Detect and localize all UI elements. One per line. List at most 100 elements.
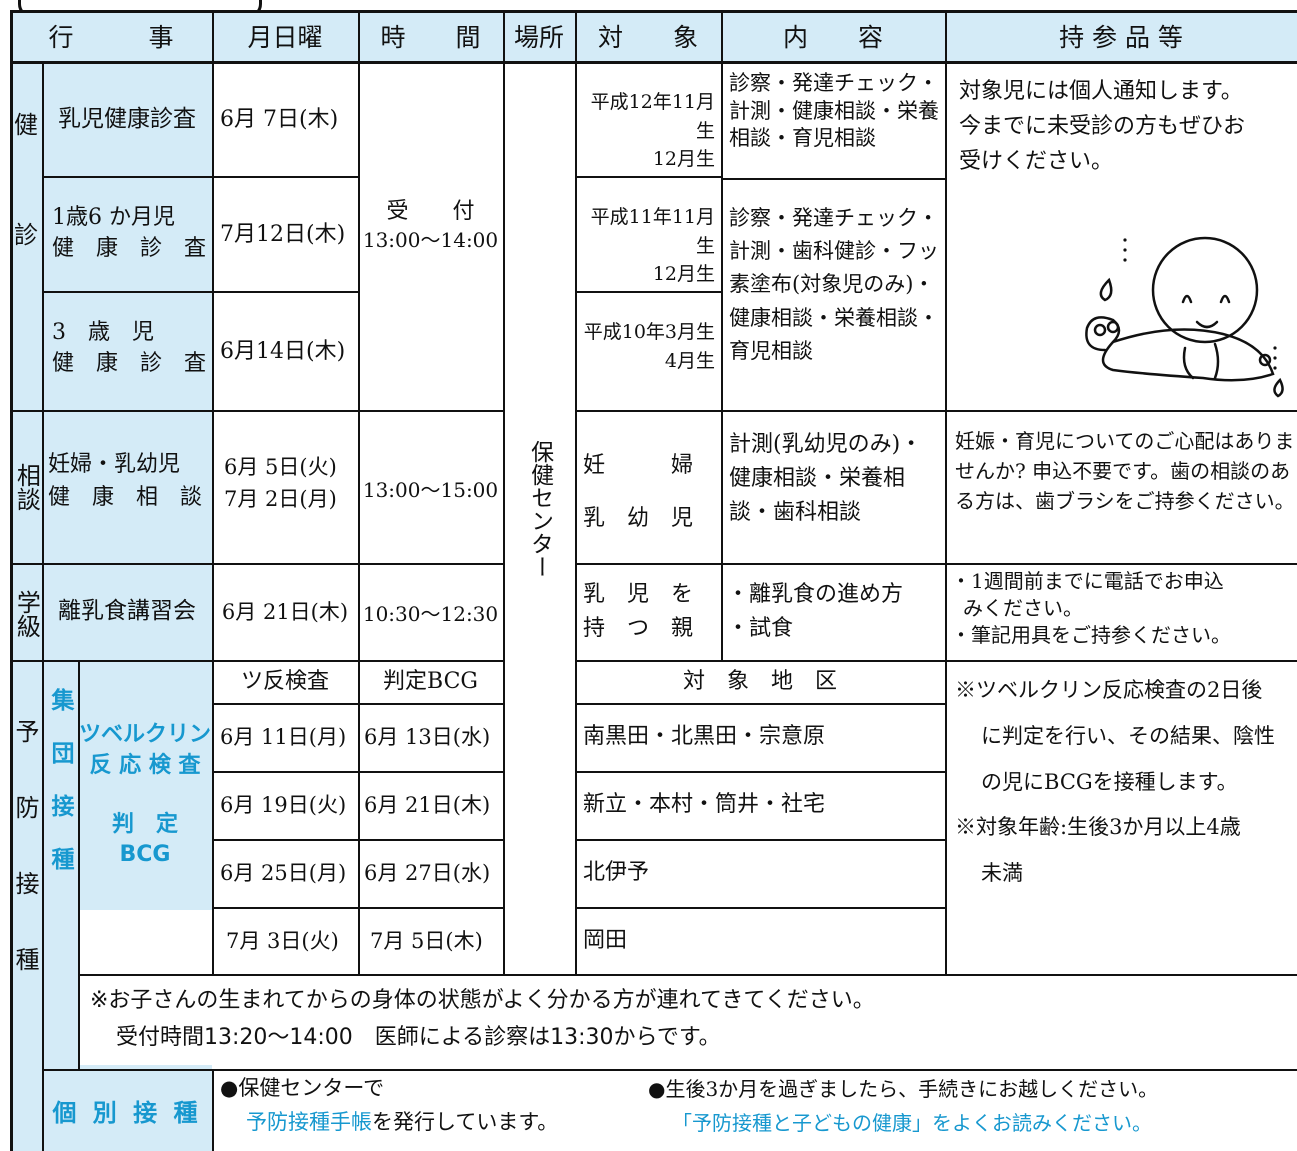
rule xyxy=(721,10,723,661)
header-content: 内 容 xyxy=(782,23,883,52)
notes-consultation: 妊娠・育児についてのご心配はありませんか? 申込不要です。歯の相談のある方は、歯… xyxy=(955,429,1295,513)
individual-right-accent: 「予防接種と子どもの健康」をよくお読みください。 xyxy=(672,1111,1152,1135)
target-three-checkup: 平成10年3月生 4月生 xyxy=(575,292,721,411)
target-one-half-line2: 12月生 xyxy=(652,263,715,285)
rule xyxy=(10,563,503,565)
content-infant-checkup: 診察・発達チェック・計測・健康相談・栄養相談・育児相談 xyxy=(729,71,939,151)
date-one-half-checkup: 7月12日(木) xyxy=(220,221,346,247)
rule xyxy=(42,62,44,1151)
notes-weaning-line1: ・1週間前までに電話でお申込 xyxy=(951,569,1224,593)
header-target: 対 象 xyxy=(597,23,698,52)
target-weaning-line2: 持 つ 親 xyxy=(583,616,694,642)
notes-weaning-line3: ・筆記用具をご持参ください。 xyxy=(951,623,1231,647)
content-weaning-line2: ・試食 xyxy=(727,616,794,642)
time-consultation: 13:00〜15:00 xyxy=(362,477,499,502)
rule xyxy=(575,839,945,841)
notes-vacc-line3: の児にBCGを接種します。 xyxy=(981,769,1238,794)
header-event: 行 事 xyxy=(48,23,174,52)
rule xyxy=(42,291,358,293)
target-weaning-line1: 乳 児 を xyxy=(583,582,694,607)
footnote-line1: ※お子さんの生まれてからの身体の状態がよく分かる方が連れてきてください。 xyxy=(90,988,875,1013)
vacc-row-1-tuberculin: 6月 11日(月) xyxy=(220,724,347,749)
rule xyxy=(575,703,945,705)
notes-weaning-line2: みください。 xyxy=(963,596,1083,620)
vacc-row-1-area: 南黒田・北黒田・宗意原 xyxy=(583,724,826,750)
individual-right: ●生後3か月を過ぎましたら、手続きにお越しください。 「予防接種と子どもの健康」… xyxy=(648,1072,1293,1151)
target-one-half-checkup: 平成11年11月生 12月生 xyxy=(575,177,721,292)
footnote-line2: 受付時間13:20〜14:00 医師による診察は13:30からです。 xyxy=(116,1025,721,1051)
individual-right-line1: ●生後3か月を過ぎましたら、手続きにお越しください。 xyxy=(648,1077,1159,1101)
vacc-row-3-bcg: 6月 27日(水) xyxy=(364,860,491,885)
notes-vaccination: ※ツベルクリン反応検査の2日後 に判定を行い、その結果、陰性 の児にBCGを接種… xyxy=(945,662,1297,972)
event-consultation-line1: 妊婦・乳幼児 xyxy=(48,452,181,477)
date-three-checkup: 6月14日(木) xyxy=(220,338,346,364)
event-one-half-checkup: 1歳6 か月児 健 康 診 査 xyxy=(42,177,212,292)
header-items-bg xyxy=(945,10,1297,62)
time-checkups-label: 受 付 xyxy=(386,199,475,224)
rule xyxy=(575,291,721,293)
rule xyxy=(10,10,13,1151)
target-one-half-line1: 平成11年11月生 xyxy=(590,206,715,257)
category-yobou: 予防接種 xyxy=(11,719,39,1023)
rule xyxy=(212,703,503,705)
content-shared-checkup: 診察・発達チェック・計測・歯科健診・フッ素塗布(対象児のみ)・健康相談・栄養相談… xyxy=(729,206,939,363)
rule xyxy=(503,10,505,975)
event-one-half-line2: 健 康 診 査 xyxy=(52,235,207,261)
rule xyxy=(575,771,945,773)
event-consultation: 妊婦・乳幼児 健 康 相 談 xyxy=(42,412,212,564)
rule xyxy=(945,10,947,975)
individual-left-line1: ●保健センターで xyxy=(220,1076,385,1100)
notes-weaning-class: ・1週間前までに電話でお申込 みください。 ・筆記用具をご持参ください。 xyxy=(945,564,1297,660)
col-area: 対 象 地 区 xyxy=(682,669,837,695)
rule xyxy=(10,61,1297,64)
content-consultation: 計測(乳幼児のみ)・健康相談・栄養相談・歯科相談 xyxy=(729,432,923,526)
col-tuberculin: ツ反検査 xyxy=(240,669,329,695)
rule xyxy=(575,660,1297,662)
vacc-row-2-bcg: 6月 21日(木) xyxy=(364,792,491,817)
rule xyxy=(212,839,503,841)
rule xyxy=(358,10,360,975)
event-weaning-class: 離乳食講習会 xyxy=(58,598,196,625)
rule xyxy=(575,10,577,975)
rule xyxy=(78,974,1297,976)
rule xyxy=(721,178,945,180)
event-three-checkup: 3 歳 児 健 康 診 査 xyxy=(42,292,212,411)
vacc-row-4-tuberculin: 7月 3日(火) xyxy=(226,928,339,953)
rule xyxy=(78,660,80,1070)
target-infant-line1: 平成12年11月生 xyxy=(590,91,715,142)
category-kenshin-1: 健 xyxy=(14,110,38,139)
category-soudan: 相談 xyxy=(12,463,41,511)
notes-checkups: 対象児には個人通知します。 今までに未受診の方もぜひお 受けください。 xyxy=(945,62,1297,222)
rule xyxy=(10,10,1297,13)
vacc-row-3-area: 北伊予 xyxy=(583,860,650,886)
individual-left-accent: 予防接種手帳 xyxy=(246,1109,372,1134)
event-tuberculin-line3: 判 定 xyxy=(111,811,178,837)
vacc-row-1-bcg: 6月 13日(水) xyxy=(364,724,491,749)
notes-checkups-line2: 今までに未受診の方もぜひお xyxy=(959,114,1246,140)
time-checkups: 受 付 13:00〜14:00 xyxy=(358,62,503,411)
vacc-row-4-area: 岡田 xyxy=(583,928,628,954)
target-consultation: 妊 婦 乳 幼 児 xyxy=(575,412,721,564)
event-tuberculin-line2: 反 応 検 査 xyxy=(89,752,201,778)
notes-vacc-line4: ※対象年齢:生後3か月以上4歳 xyxy=(955,815,1241,840)
rule xyxy=(212,907,503,909)
rule xyxy=(42,176,358,178)
header-time: 時 間 xyxy=(380,23,481,52)
vacc-row-2-tuberculin: 6月 19日(火) xyxy=(220,792,347,817)
vaccination-footnote: ※お子さんの生まれてからの身体の状態がよく分かる方が連れてきてください。 受付時… xyxy=(90,982,1290,1072)
date-consultation-line2: 7月 2日(月) xyxy=(224,486,337,511)
event-infant-checkup: 乳児健康診査 xyxy=(58,105,196,132)
vacc-row-4-bcg: 7月 5日(木) xyxy=(370,928,483,953)
rule xyxy=(10,660,503,662)
header-place: 場所 xyxy=(513,23,564,52)
rule xyxy=(42,1069,1297,1071)
notes-vacc-line1: ※ツベルクリン反応検査の2日後 xyxy=(955,678,1263,702)
time-checkups-value: 13:00〜14:00 xyxy=(362,227,499,252)
date-consultation-line1: 6月 5日(火) xyxy=(224,455,337,479)
header-items: 持 参 品 等 xyxy=(1059,23,1183,52)
date-infant-checkup: 6月 7日(木) xyxy=(220,106,339,132)
baby-mascot-icon xyxy=(1085,236,1284,398)
schedule-table: 行 事 月日曜 時 間 場所 対 象 内 容 持 参 品 等 健 診 相談 学級… xyxy=(10,10,1297,1151)
individual-left: ●保健センターで 予防接種手帳を発行しています。 xyxy=(220,1072,640,1151)
notes-checkups-line1: 対象児には個人通知します。 xyxy=(959,79,1243,104)
